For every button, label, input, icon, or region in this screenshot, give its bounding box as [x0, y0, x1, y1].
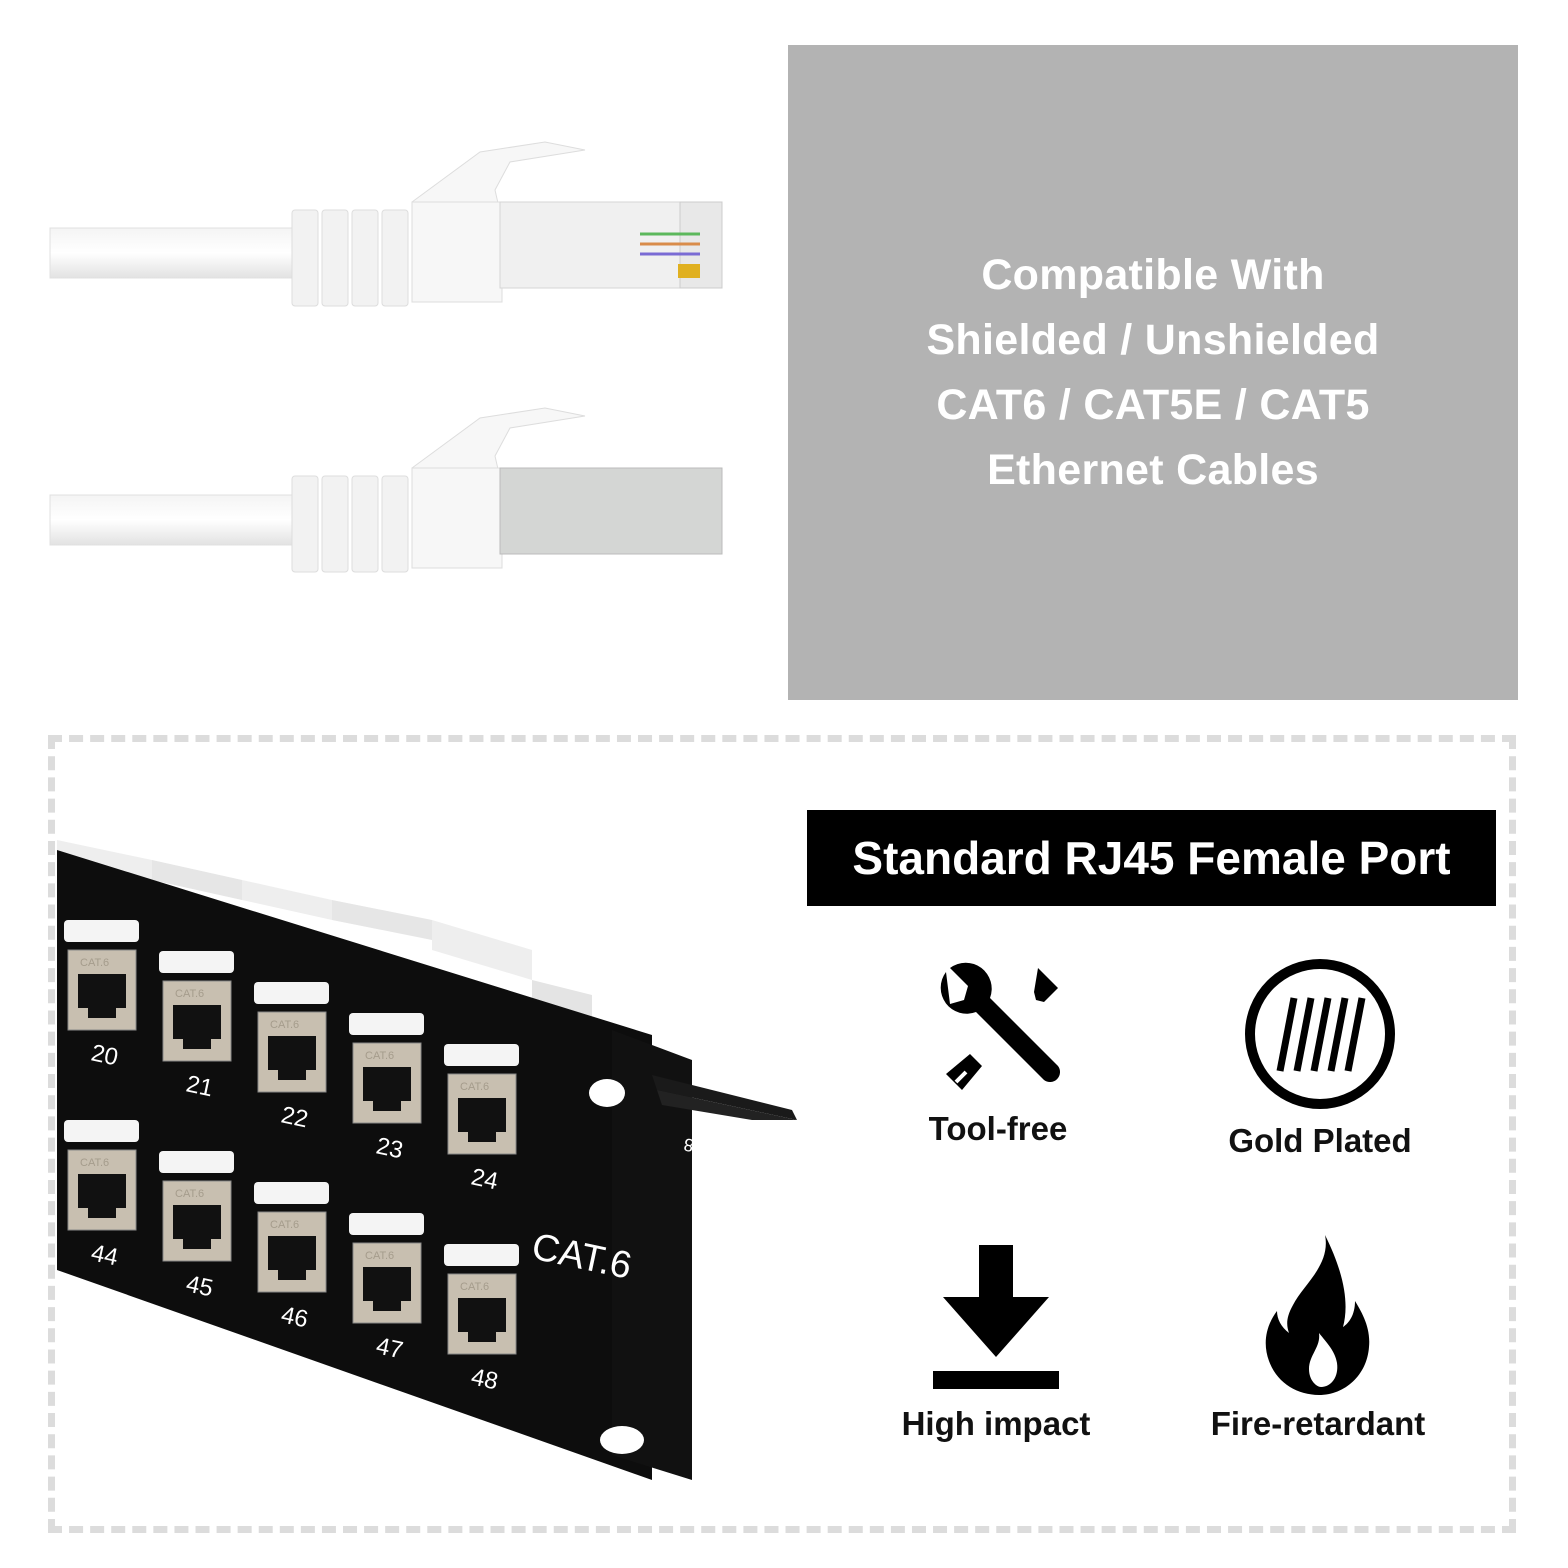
feature-fire-retardant: Fire-retardant [1178, 1235, 1458, 1443]
port-number: 23 [374, 1132, 406, 1164]
patch-panel-illustration: CAT.620CAT.621CAT.622CAT.623CAT.624CAT.6… [57, 840, 797, 1480]
compatibility-info-box: Compatible With Shielded / Unshielded CA… [788, 45, 1518, 700]
port-socket [78, 1174, 126, 1218]
feature-label-gold-plated: Gold Plated [1228, 1122, 1412, 1159]
panel-port: CAT.6 22 [254, 982, 329, 1133]
panel-port: CAT.6 21 [159, 951, 234, 1102]
port-label-tab [254, 1182, 329, 1204]
features-frame [48, 735, 1516, 1533]
unshielded-cable-icon [49, 141, 723, 307]
port-jack-label: CAT.6 [80, 957, 109, 969]
port-number: 46 [279, 1301, 311, 1333]
impact-arrow-icon [933, 1245, 1059, 1389]
panel-side-label: 48 [682, 1134, 706, 1158]
feature-tool-free: Tool-free [858, 960, 1138, 1148]
port-number: 21 [184, 1070, 216, 1102]
port-label-tab [64, 920, 139, 942]
port-socket [268, 1036, 316, 1080]
panel-port: CAT.6 23 [349, 1013, 424, 1164]
port-label-tab [159, 951, 234, 973]
panel-port: CAT.6 20 [64, 920, 139, 1071]
port-label-tab [349, 1213, 424, 1235]
shielded-cable-icon [49, 407, 723, 573]
port-jack-label: CAT.6 [270, 1219, 299, 1231]
panel-port: CAT.6 47 [349, 1213, 424, 1364]
feature-label-high-impact: High impact [901, 1405, 1091, 1442]
flame-icon [1265, 1235, 1370, 1395]
feature-label-fire-retardant: Fire-retardant [1210, 1405, 1426, 1442]
port-socket [173, 1205, 221, 1249]
port-label-tab [254, 982, 329, 1004]
port-socket [458, 1298, 506, 1342]
port-label-tab [444, 1244, 519, 1266]
feature-high-impact: High impact [856, 1245, 1136, 1443]
feature-label-tool-free: Tool-free [928, 1110, 1068, 1147]
port-jack-label: CAT.6 [175, 1188, 204, 1200]
rj45-port-banner: Standard RJ45 Female Port [807, 810, 1496, 906]
port-jack-label: CAT.6 [270, 1019, 299, 1031]
compat-line-1: Compatible With [981, 250, 1325, 299]
compat-line-3: CAT6 / CAT5E / CAT5 [936, 380, 1370, 429]
gold-plated-icon [1245, 959, 1395, 1109]
port-number: 45 [184, 1270, 216, 1302]
port-label-tab [444, 1044, 519, 1066]
feature-gold-plated: Gold Plated [1180, 956, 1460, 1160]
ethernet-cables-illustration [49, 141, 723, 573]
panel-port: CAT.6 48 [444, 1244, 519, 1395]
port-number: 48 [469, 1363, 501, 1395]
panel-port: CAT.6 24 [444, 1044, 519, 1195]
port-jack-label: CAT.6 [460, 1081, 489, 1093]
port-socket [268, 1236, 316, 1280]
port-number: 24 [469, 1163, 501, 1195]
port-jack-label: CAT.6 [175, 988, 204, 1000]
port-socket [363, 1067, 411, 1111]
port-socket [363, 1267, 411, 1311]
port-number: 47 [374, 1332, 406, 1364]
port-socket [78, 974, 126, 1018]
compat-line-4: Ethernet Cables [987, 445, 1319, 494]
port-jack-label: CAT.6 [365, 1250, 394, 1262]
port-jack-label: CAT.6 [460, 1281, 489, 1293]
port-number: 22 [279, 1101, 311, 1133]
port-socket [173, 1005, 221, 1049]
port-number: 44 [89, 1239, 121, 1271]
panel-port: CAT.6 44 [64, 1120, 139, 1271]
port-jack-label: CAT.6 [365, 1050, 394, 1062]
compat-line-2: Shielded / Unshielded [926, 315, 1380, 364]
panel-port: CAT.6 46 [254, 1182, 329, 1333]
port-number: 20 [89, 1039, 121, 1071]
port-label-tab [159, 1151, 234, 1173]
tools-icon [940, 962, 1060, 1090]
port-jack-label: CAT.6 [80, 1157, 109, 1169]
port-socket [458, 1098, 506, 1142]
panel-port: CAT.6 45 [159, 1151, 234, 1302]
port-label-tab [349, 1013, 424, 1035]
port-label-tab [64, 1120, 139, 1142]
